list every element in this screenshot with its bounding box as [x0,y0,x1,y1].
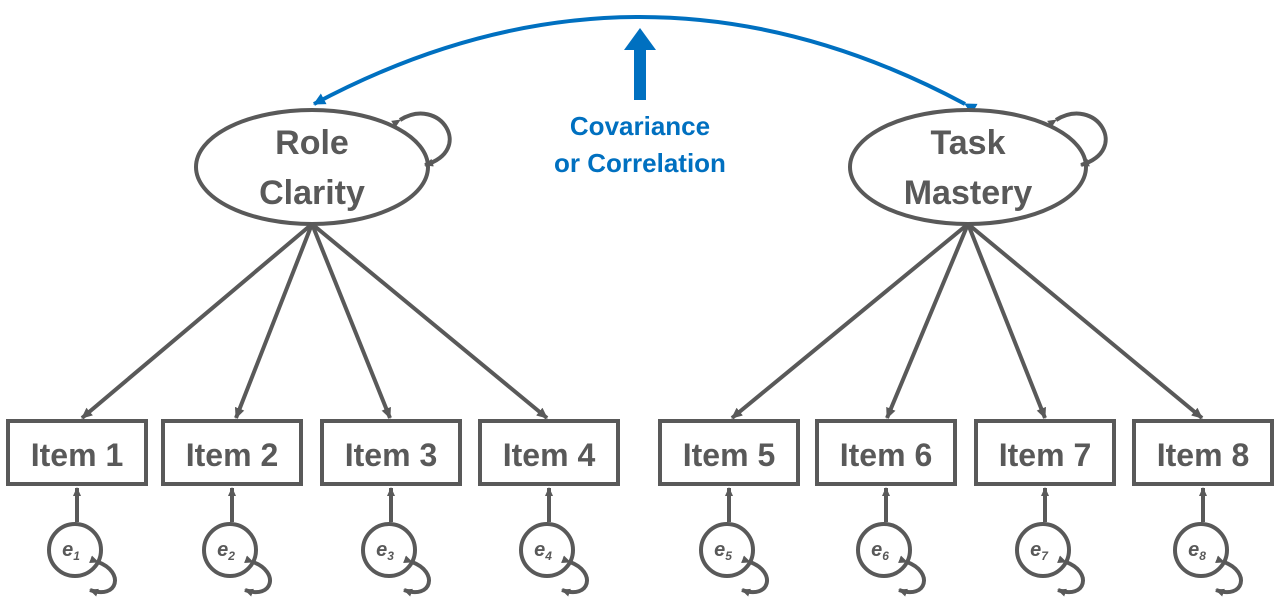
error-label: e2 [217,539,235,563]
item-label: Item 7 [999,437,1091,473]
factor-label-line2: Clarity [259,174,365,212]
error-variance-loop [244,555,272,597]
error-variance-loop [561,555,589,597]
loading-arrows [80,222,1204,420]
factor-label-line1: Task [931,124,1006,162]
factor-label-line1: Role [275,124,349,162]
factor-task-mastery: Task Mastery [848,108,1108,226]
error-variance-loop [403,555,431,597]
error-label: e1 [62,539,80,563]
item-box [478,419,620,486]
covariance-label-line2: or Correlation [554,148,726,178]
item-box [974,419,1116,486]
error-circle [1015,522,1071,578]
loading-arrow-item4 [310,222,549,420]
covariance-arc [313,15,978,115]
item-label: Item 8 [1157,437,1249,473]
error-circle [519,522,575,578]
error-circle [47,522,103,578]
error-variance-loop [89,555,117,597]
item-label: Item 1 [31,437,123,473]
error-variance-loop [1057,555,1085,597]
loading-arrow-item2 [234,223,314,419]
item-2: Item 2 e2 [161,419,303,597]
error-circle [202,522,258,578]
error-variance-loop [741,555,769,597]
error-circle [699,522,755,578]
item-box [1132,419,1274,486]
item-1: Item 1 e1 [6,419,148,597]
item-box [161,419,303,486]
item-8: Item 8 e8 [1132,419,1274,597]
loading-arrow-item1 [80,222,314,420]
error-label: e5 [714,539,732,563]
covariance-pointer-arrow [624,28,656,100]
item-7: Item 7 e7 [974,419,1116,597]
item-6: Item 6 e6 [815,419,957,597]
loading-arrow-item6 [885,223,970,419]
error-variance-loop [898,555,926,597]
error-label: e6 [871,539,889,563]
loading-arrow-item8 [966,222,1204,420]
item-5: Item 5 e5 [658,419,800,597]
item-box [815,419,957,486]
item-label: Item 4 [503,437,596,473]
item-box [320,419,462,486]
item-label: Item 2 [186,437,278,473]
item-label: Item 3 [345,437,437,473]
error-circle [361,522,417,578]
factor-label-line2: Mastery [904,174,1033,212]
item-label: Item 6 [840,437,932,473]
item-3: Item 3 e3 [320,419,462,597]
error-label: e3 [376,539,394,563]
error-circle [856,522,912,578]
factor-role-clarity: Role Clarity [194,108,452,226]
loading-arrow-item3 [310,223,392,419]
item-box [6,419,148,486]
item-label: Item 5 [683,437,775,473]
variance-loop [1047,111,1108,167]
error-variance-loop [1215,555,1243,597]
error-circle [1173,522,1229,578]
loading-arrow-item7 [966,223,1047,419]
error-label: e7 [1030,539,1049,563]
item-4: Item 4 e4 [478,419,620,597]
item-box [658,419,800,486]
variance-loop [391,111,452,167]
error-label: e4 [534,539,552,563]
error-label: e8 [1188,539,1206,563]
loading-arrow-item5 [730,222,970,420]
covariance-label-line1: Covariance [570,111,710,141]
